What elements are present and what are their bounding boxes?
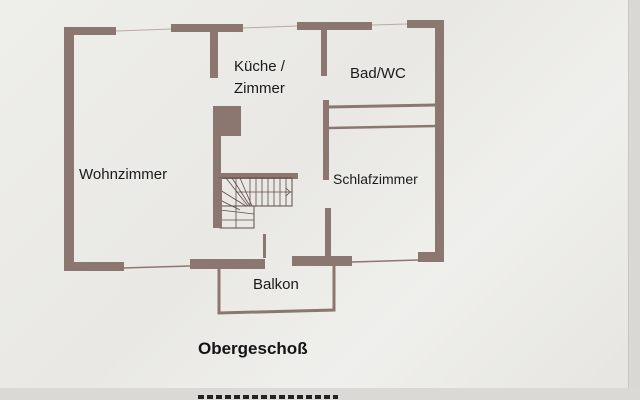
walls	[64, 20, 444, 271]
staircase	[219, 177, 293, 229]
background-surface	[628, 0, 640, 390]
room-label-kueche-line1: Küche /	[234, 58, 285, 75]
room-label-kueche-line2: Zimmer	[234, 80, 285, 97]
thin-walls	[115, 23, 437, 315]
cropped-text-fragment	[198, 392, 338, 400]
room-label-schlafzimmer: Schlafzimmer	[333, 171, 418, 187]
room-label-wohnzimmer: Wohnzimmer	[79, 166, 168, 183]
paper-sheet	[0, 0, 628, 390]
room-label-balkon: Balkon	[253, 276, 299, 293]
paper-edge	[0, 388, 640, 400]
floor-title: Obergeschoß	[198, 339, 308, 358]
room-label-bad: Bad/WC	[350, 65, 406, 82]
